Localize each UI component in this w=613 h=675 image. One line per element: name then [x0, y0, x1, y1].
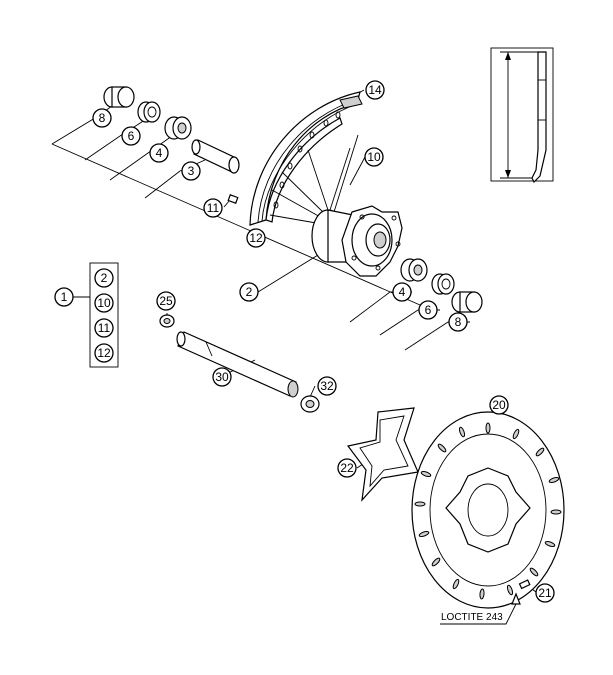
svg-text:2: 2 [101, 271, 108, 285]
callout-4-right: 4 [392, 282, 412, 302]
group-bracket [89, 262, 119, 368]
svg-text:3: 3 [188, 164, 195, 178]
callout-25: 25 [156, 291, 176, 311]
brake-disc-part [411, 411, 565, 609]
callout-6-left: 6 [121, 126, 141, 146]
callout-3: 3 [181, 161, 201, 181]
svg-text:1: 1 [61, 290, 68, 304]
spokes [269, 134, 359, 225]
spoke-gauge [490, 47, 554, 184]
disc-screw-part [511, 579, 531, 605]
callout-8-right: 8 [448, 312, 468, 332]
right-bearing-stack [400, 258, 483, 313]
rim-tape-part [339, 95, 363, 109]
svg-text:8: 8 [455, 315, 462, 329]
left-bearing-stack [103, 86, 240, 174]
svg-text:10: 10 [97, 296, 111, 310]
callout-10: 10 [364, 147, 384, 167]
svg-text:4: 4 [399, 285, 406, 299]
group-item-11: 11 [94, 318, 114, 338]
callout-22: 22 [337, 458, 357, 478]
svg-text:11: 11 [207, 201, 220, 215]
group-item-12: 12 [94, 343, 114, 363]
svg-text:25: 25 [159, 294, 173, 308]
axle-part [159, 314, 320, 413]
group-item-2: 2 [94, 268, 114, 288]
callout-6-right: 6 [418, 300, 438, 320]
callout-21: 21 [535, 583, 555, 603]
loctite-note: LOCTITE 243 [441, 612, 503, 623]
svg-text:30: 30 [215, 370, 229, 384]
callout-12: 12 [246, 228, 266, 248]
svg-text:6: 6 [425, 303, 432, 317]
callout-20: 20 [489, 395, 509, 415]
svg-text:21: 21 [538, 586, 552, 600]
svg-text:12: 12 [249, 231, 263, 245]
svg-text:8: 8 [99, 111, 106, 125]
disc-adapter-part [346, 407, 419, 502]
svg-text:20: 20 [492, 398, 506, 412]
svg-text:22: 22 [340, 461, 354, 475]
svg-text:10: 10 [367, 150, 381, 164]
svg-text:2: 2 [246, 285, 253, 299]
callout-8-left: 8 [92, 108, 112, 128]
callout-14: 14 [365, 80, 385, 100]
callout-4-left: 4 [149, 143, 169, 163]
callout-group-label: 1 [54, 287, 74, 307]
rim-segment [249, 91, 361, 226]
callout-32: 32 [317, 376, 337, 396]
svg-text:6: 6 [128, 129, 135, 143]
svg-text:32: 32 [320, 379, 334, 393]
svg-text:12: 12 [97, 346, 111, 360]
callout-30: 30 [212, 367, 232, 387]
svg-text:14: 14 [368, 83, 382, 97]
svg-text:4: 4 [156, 146, 163, 160]
hub-part [311, 205, 403, 277]
callout-11: 11 [203, 198, 223, 218]
nipple-part [227, 194, 239, 204]
svg-text:11: 11 [98, 321, 111, 335]
group-item-10: 10 [94, 293, 114, 313]
callout-2-hub: 2 [239, 282, 259, 302]
